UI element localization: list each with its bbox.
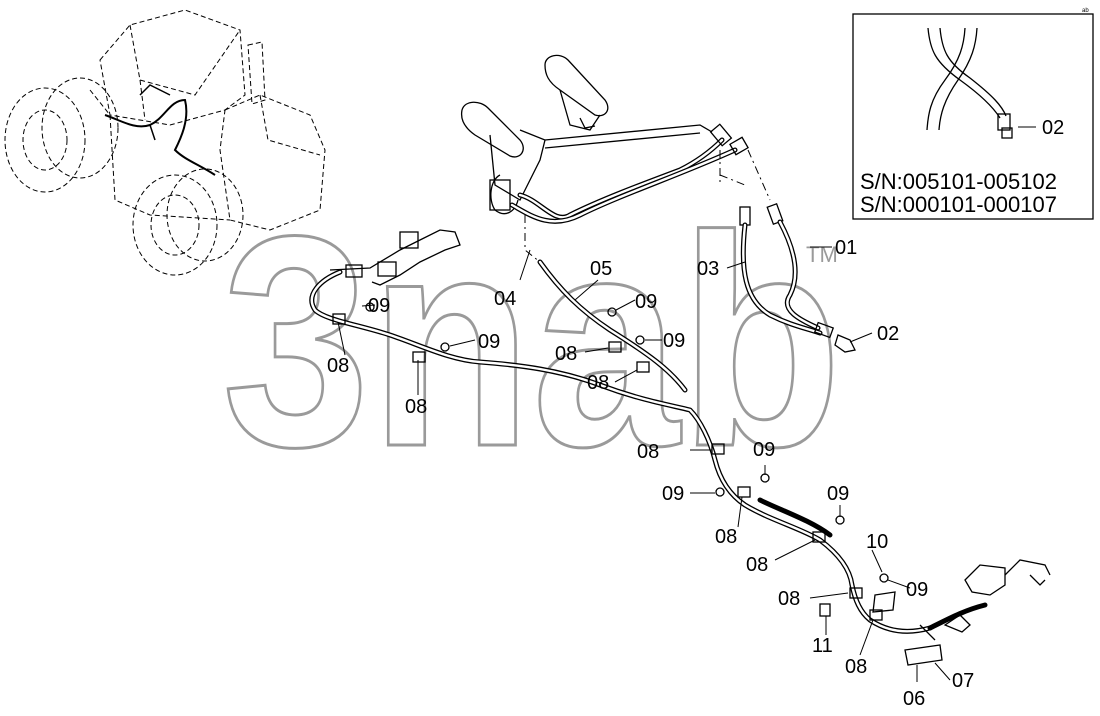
callout-labels: 01 02 03 04 05 06 07 08 08 08 08 08 08 0… (327, 237, 974, 710)
clamps-bolts (332, 302, 896, 621)
watermark-trademark: TM (806, 242, 838, 267)
callout-09: 09 (753, 439, 775, 461)
inset-detail-box: 02 S/N:005101-005102 S/N:000101-000107 a… (852, 8, 1094, 220)
callout-09: 09 (662, 483, 684, 505)
callout-09: 09 (368, 295, 390, 317)
callout-08: 08 (637, 441, 659, 463)
callout-09: 09 (827, 483, 849, 505)
connection-lines (524, 149, 771, 263)
callout-08: 08 (555, 343, 577, 365)
callout-08: 08 (715, 526, 737, 548)
watermark: 3nab TM (221, 172, 844, 511)
callout-08: 08 (405, 396, 427, 418)
left-connector-assembly (329, 229, 461, 286)
callout-08: 08 (845, 656, 867, 678)
hose-01-03 (739, 202, 856, 353)
inset-serial-line-1: S/N:005101-005102 (860, 169, 1057, 194)
callout-02: 02 (877, 323, 899, 345)
callout-10: 10 (866, 531, 888, 553)
callout-09: 09 (635, 291, 657, 313)
callout-04: 04 (494, 288, 516, 310)
callout-01: 01 (835, 237, 857, 259)
end-sensor-assembly (904, 559, 1051, 666)
watermark-text: 3nab (222, 173, 842, 509)
callout-08: 08 (746, 554, 768, 576)
leader-lines (337, 246, 951, 682)
callout-09: 09 (906, 579, 928, 601)
callout-09: 09 (478, 331, 500, 353)
callout-03: 03 (697, 258, 719, 280)
inset-serial-line-2: S/N:000101-000107 (860, 192, 1057, 217)
callout-09: 09 (663, 330, 685, 352)
callout-11: 11 (812, 635, 833, 657)
main-harness (309, 259, 933, 634)
machine-overview-illustration (4, 9, 326, 276)
callout-07: 07 (952, 670, 974, 692)
callout-08: 08 (587, 372, 609, 394)
callout-08: 08 (778, 588, 800, 610)
callout-08: 08 (327, 355, 349, 377)
svg-text:ab: ab (1082, 8, 1089, 14)
inset-callout-02: 02 (1042, 117, 1064, 139)
callout-06: 06 (903, 688, 925, 710)
pedal-valve-assembly (460, 54, 713, 215)
callout-05: 05 (590, 258, 612, 280)
valve-hoses (509, 123, 749, 224)
